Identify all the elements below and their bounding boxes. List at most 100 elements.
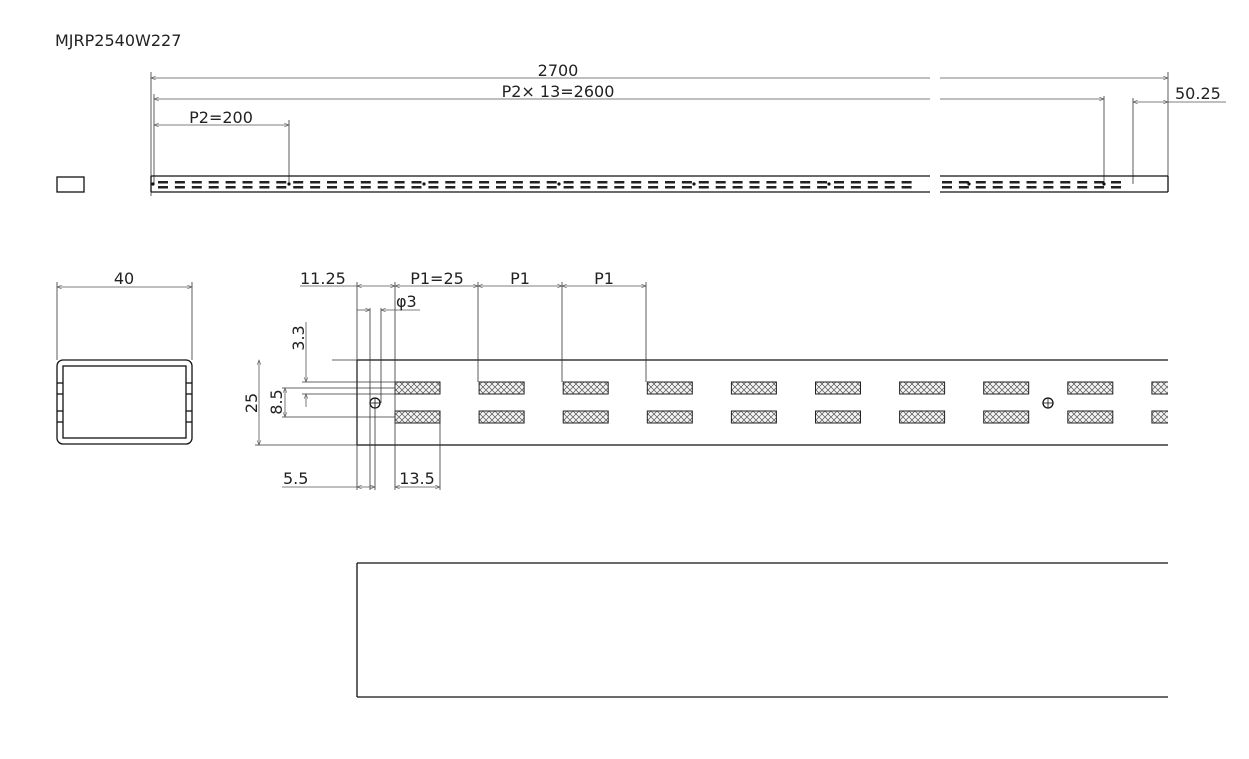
slot <box>428 186 439 189</box>
slot <box>730 381 777 395</box>
slot <box>715 181 726 184</box>
section-view: 40 <box>56 269 193 445</box>
slot <box>899 410 946 424</box>
dim-height: 25 <box>242 393 261 413</box>
mounting-hole <box>692 182 696 186</box>
slot <box>648 186 659 189</box>
slot <box>259 181 270 184</box>
slot <box>529 186 540 189</box>
slot <box>942 186 952 189</box>
slot <box>975 181 986 184</box>
slot <box>975 186 986 189</box>
slot <box>732 181 743 184</box>
slot <box>360 181 371 184</box>
mounting-hole <box>557 182 561 186</box>
slot <box>766 181 777 184</box>
slot <box>478 410 525 424</box>
dim-slot-length: 13.5 <box>399 469 435 488</box>
slot <box>479 181 490 184</box>
slot <box>1026 186 1037 189</box>
dim-edge-offset: 11.25 <box>300 269 346 288</box>
slot <box>665 181 675 184</box>
slot <box>411 181 422 184</box>
slot <box>867 186 878 189</box>
slot <box>631 186 642 189</box>
slot <box>208 181 219 184</box>
slot <box>681 186 692 189</box>
slot <box>648 181 659 184</box>
slot <box>665 186 675 189</box>
dim-p2: P2=200 <box>189 108 253 127</box>
slot <box>394 381 441 395</box>
slot <box>1077 186 1088 189</box>
side-view <box>356 562 1168 698</box>
slot <box>730 410 777 424</box>
detail-view: 11.25 P1=25 P1 P1 φ3 25 3.3 8.5 5.5 13.5 <box>242 269 1168 490</box>
slot <box>815 410 861 424</box>
slot <box>992 186 1003 189</box>
slot <box>1060 186 1071 189</box>
slot <box>512 186 523 189</box>
slot <box>901 181 912 184</box>
slot <box>293 186 304 189</box>
slot <box>817 181 828 184</box>
slot <box>562 410 609 424</box>
slot <box>1111 181 1121 184</box>
slot <box>1067 410 1114 424</box>
slot <box>1151 381 1168 395</box>
slot <box>800 181 811 184</box>
slot <box>445 186 456 189</box>
slot <box>225 186 236 189</box>
slot <box>884 181 895 184</box>
slot <box>411 186 422 189</box>
end-profile-icon <box>56 176 85 193</box>
slot <box>1043 181 1054 184</box>
slot <box>834 181 844 184</box>
part-number: MJRP2540W227 <box>55 31 181 50</box>
slot <box>817 186 828 189</box>
slot <box>942 181 952 184</box>
slot <box>1043 186 1054 189</box>
slot <box>462 181 473 184</box>
dim-p1: P1 <box>510 269 530 288</box>
slot <box>958 181 969 184</box>
slot <box>614 181 625 184</box>
dim-width: 40 <box>114 269 134 288</box>
dim-hole-diameter: φ3 <box>396 292 417 311</box>
slot <box>479 186 490 189</box>
mounting-hole <box>1102 182 1106 186</box>
dim-hole-offset: 5.5 <box>283 469 308 488</box>
slot <box>766 186 777 189</box>
slot <box>1151 410 1168 424</box>
slot <box>529 181 540 184</box>
mounting-hole <box>151 182 155 186</box>
slot <box>394 410 441 424</box>
mounting-hole <box>967 182 971 186</box>
dim-end-offset: 50.25 <box>1175 84 1221 103</box>
slot <box>394 181 405 184</box>
slot <box>512 181 523 184</box>
slot <box>462 186 473 189</box>
slot <box>158 186 168 189</box>
slot <box>715 186 726 189</box>
slot <box>1009 181 1020 184</box>
slot <box>580 186 591 189</box>
slot <box>478 381 525 395</box>
slot <box>259 186 270 189</box>
slot <box>681 181 692 184</box>
slot <box>1009 186 1020 189</box>
slot <box>992 181 1003 184</box>
slot <box>1094 186 1105 189</box>
dim-pitch-total: P2× 13=2600 <box>502 82 615 101</box>
slot <box>1067 381 1114 395</box>
slot <box>546 186 557 189</box>
mounting-hole <box>827 182 831 186</box>
slot <box>867 181 878 184</box>
slot <box>327 186 337 189</box>
slot <box>377 181 388 184</box>
slot <box>749 181 760 184</box>
slot <box>884 186 895 189</box>
mounting-hole <box>287 182 291 186</box>
slot <box>597 186 608 189</box>
